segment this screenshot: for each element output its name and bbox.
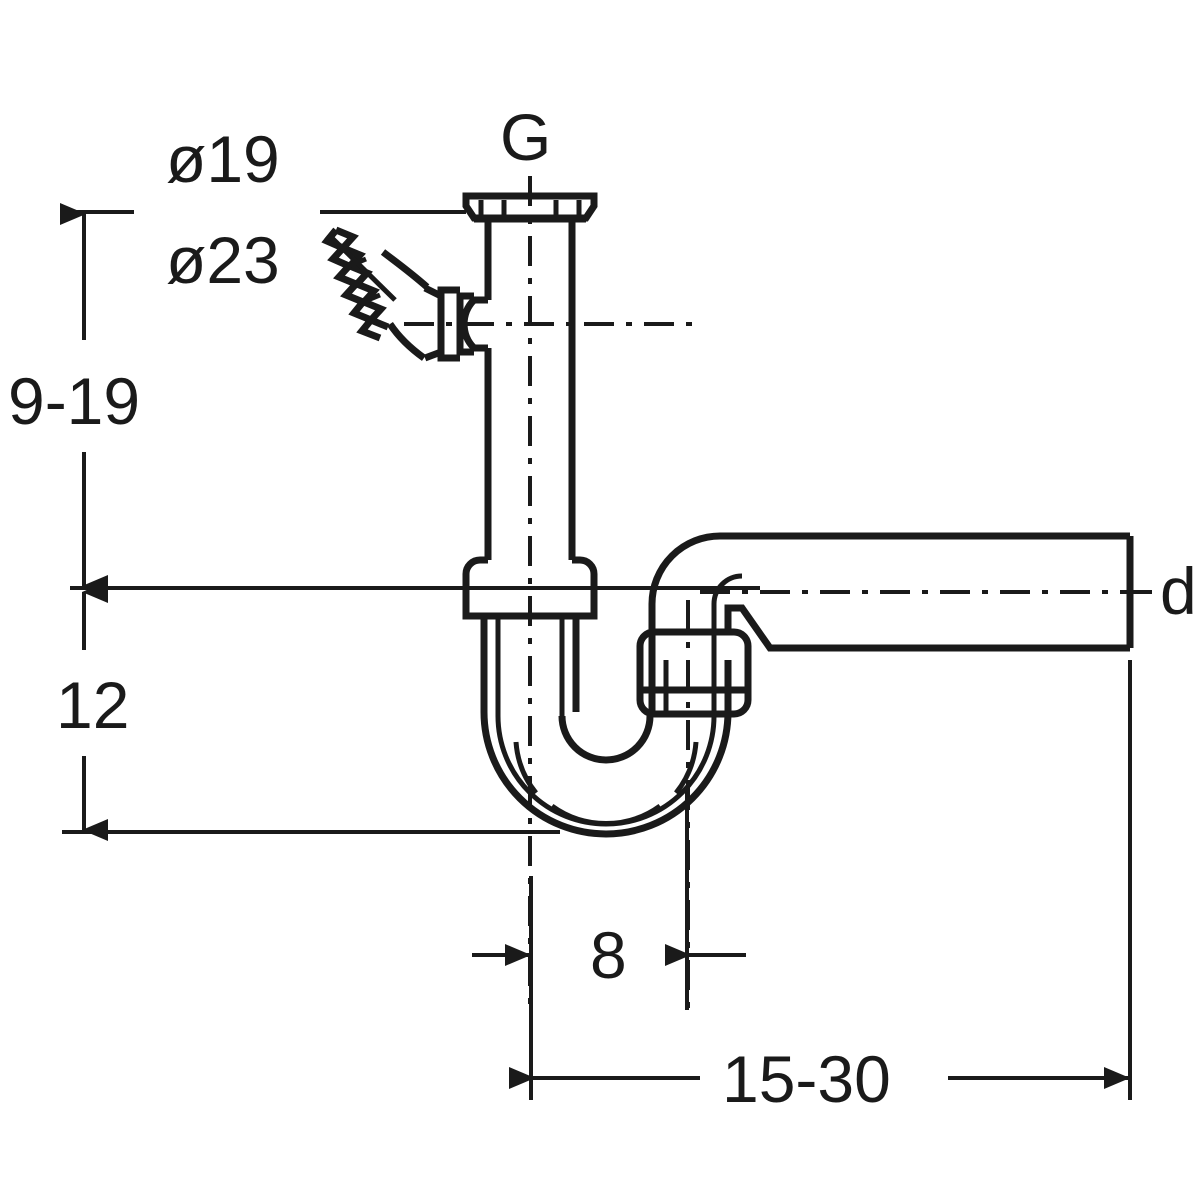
- dimension-value-height-range: 9-19: [8, 364, 140, 438]
- dimension-value-projection-range: 15-30: [722, 1042, 891, 1116]
- callout-thread-size: G: [500, 100, 551, 174]
- callout-diameter-23: ø23: [166, 223, 280, 297]
- dimension-line-projection-range: [509, 660, 1132, 1100]
- dimension-line-height-range: [60, 203, 134, 597]
- callout-outlet-diameter: d: [1160, 554, 1197, 628]
- u-bend-trap: [480, 711, 732, 838]
- dimension-value-seal-depth: 12: [56, 668, 129, 742]
- dimension-value-trap-width: 8: [590, 918, 627, 992]
- dimension-line-seal-depth: [62, 581, 560, 841]
- barbed-hose-nozzle: [321, 226, 430, 361]
- trap-down-leg: [480, 616, 580, 716]
- hose-connector-boss: [423, 284, 488, 362]
- centerlines: [404, 176, 1150, 1010]
- dimension-line-trap-width: [472, 786, 746, 1010]
- vertical-inlet-pipe: [484, 219, 576, 560]
- outlet-elbow: [648, 532, 1130, 660]
- callout-diameter-19: ø19: [166, 122, 280, 196]
